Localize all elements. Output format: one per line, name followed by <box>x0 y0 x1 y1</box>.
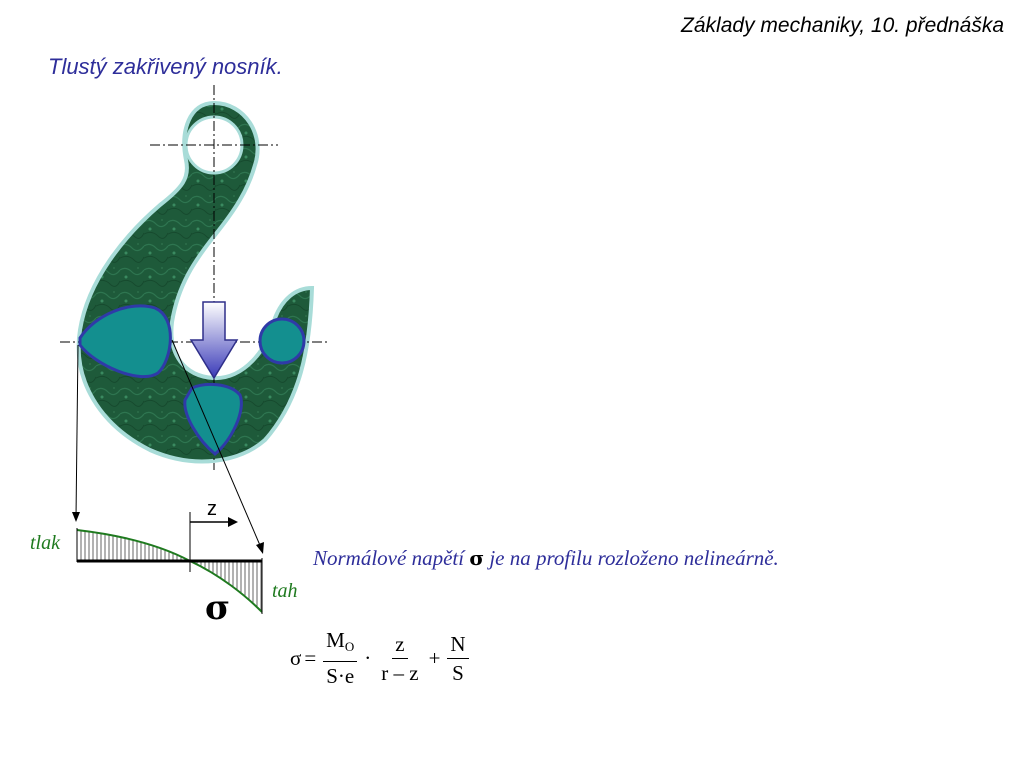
stress-statement: Normálové napětí σ je na profilu rozlože… <box>313 546 779 571</box>
course-header: Základy mechaniky, 10. přednáška <box>681 14 1004 37</box>
cross-section-right <box>258 317 306 365</box>
formula-z-num: z <box>392 631 408 659</box>
formula-moment-sub: O <box>344 639 355 654</box>
formula-equals: = <box>304 645 317 670</box>
formula-moment-den: S·e <box>326 664 355 688</box>
formula-lhs: σ <box>290 645 302 670</box>
load-arrow <box>189 301 239 380</box>
cross-section-left <box>78 304 172 379</box>
statement-sigma: σ <box>469 546 485 570</box>
formula-fraction-normal: N S <box>447 631 469 686</box>
formula-dot: · <box>364 645 372 670</box>
label-compression: tlak <box>30 532 60 554</box>
label-stress-symbol: σ <box>205 588 231 628</box>
formula-z-den: r – z <box>381 660 419 685</box>
label-tension: tah <box>272 580 298 602</box>
stress-compression <box>77 530 190 561</box>
label-z-axis: z <box>207 498 217 520</box>
statement-part-1: Normálové napětí <box>313 546 470 570</box>
statement-part-2: je na profilu rozloženo nelineárně. <box>484 546 779 570</box>
stress-tension <box>190 561 262 612</box>
formula-fraction-z: z r – z <box>378 631 421 686</box>
stress-formula: σ = MO S·e · z r – z + N S <box>290 627 473 689</box>
formula-moment: M <box>326 628 345 652</box>
formula-normal-num: N <box>447 631 469 659</box>
slide-title: Tlustý zakřivený nosník. <box>48 54 283 79</box>
formula-plus: + <box>428 645 441 670</box>
formula-fraction-moment: MO S·e <box>323 627 358 689</box>
formula-normal-den: S <box>452 660 464 685</box>
